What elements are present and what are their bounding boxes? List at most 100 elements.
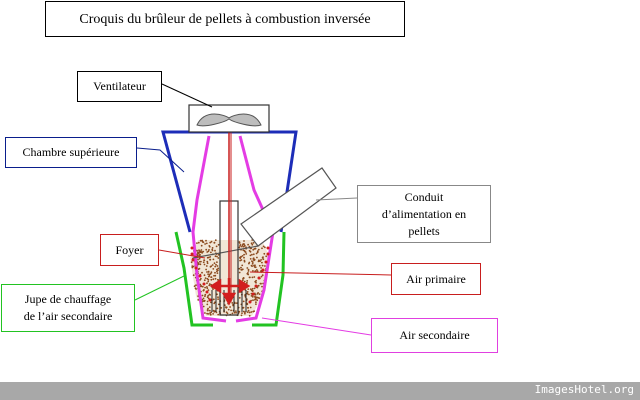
pellet-dot	[205, 239, 207, 242]
pellet-dot	[247, 243, 250, 246]
pellet-dot	[250, 311, 253, 313]
pellet-dot	[199, 279, 202, 281]
leader-air-secondaire	[261, 317, 372, 336]
pellet-dot	[202, 297, 205, 300]
pellet-dot	[214, 274, 217, 277]
label-air-primaire: Air primaire	[391, 263, 481, 295]
pellet-dot	[211, 264, 214, 266]
pellet-dot	[253, 287, 256, 290]
pellet-dot	[229, 306, 232, 308]
pellet-dot	[247, 309, 250, 312]
pellet-dot	[241, 255, 244, 257]
pellet-dot	[246, 311, 249, 313]
pellet-dot	[251, 276, 254, 279]
pellet-dot	[208, 249, 210, 251]
pellet-dot	[203, 279, 206, 282]
pellet-dot	[225, 306, 228, 309]
pellet-dot	[209, 313, 212, 316]
pellet-dot	[252, 253, 255, 256]
pellet-dot	[206, 262, 209, 265]
pellet-dot	[239, 245, 241, 247]
pellet-dot	[244, 311, 246, 314]
pellet-dot	[240, 314, 243, 317]
pellet-dot	[214, 265, 217, 268]
pellet-dot	[247, 273, 250, 276]
pellet-dot	[206, 296, 209, 299]
pellet-dot	[209, 256, 212, 258]
pellet-dot	[214, 301, 216, 304]
pellet-dot	[246, 267, 249, 269]
pellet-dot	[208, 283, 211, 285]
pellet-dot	[243, 280, 246, 283]
leader-ventilateur	[161, 83, 213, 108]
pellet-dot	[251, 253, 253, 256]
pellet-dot	[196, 242, 198, 245]
pellet-dot	[240, 269, 243, 271]
pellet-dot	[256, 256, 258, 259]
pellet-dot	[258, 264, 261, 267]
pellet-dot	[262, 245, 265, 248]
pellet-dot	[240, 255, 243, 258]
pellet-dot	[255, 269, 258, 271]
pellet-dot	[202, 289, 205, 292]
pellet-dot	[201, 271, 203, 274]
pellet-dot	[249, 276, 251, 279]
pellet-dot	[209, 241, 212, 244]
pellet-dot	[245, 253, 248, 255]
pellet-dot	[249, 254, 252, 257]
pellet-dot	[209, 258, 212, 261]
pellet-dot	[253, 276, 256, 278]
pellet-dot	[200, 260, 202, 263]
pellet-dot	[203, 263, 206, 266]
pellet-dot	[217, 296, 219, 299]
pellet-dot	[203, 259, 206, 262]
pellet-dot	[214, 310, 216, 313]
pellet-dot	[197, 258, 199, 261]
pellet-dot	[261, 264, 264, 267]
pellet-dot	[205, 265, 208, 267]
pellet-dot	[207, 275, 210, 278]
pellet-dot	[202, 250, 205, 253]
pellet-dot	[210, 251, 212, 254]
pellet-dot	[204, 286, 207, 289]
pellet-dot	[246, 291, 249, 293]
pellet-dot	[208, 293, 211, 296]
pellet-dot	[212, 258, 215, 261]
pellet-dot	[238, 297, 241, 299]
label-jupe-line-1: Jupe de chauffage	[24, 292, 112, 306]
pellet-dot	[198, 253, 200, 255]
pellet-dot	[254, 247, 257, 250]
pellet-dot	[217, 298, 220, 300]
pellet-dot	[216, 255, 218, 258]
pellet-dot	[206, 300, 209, 303]
pellet-dot	[217, 243, 220, 246]
pellet-dot	[254, 293, 257, 296]
pellet-dot	[255, 252, 258, 255]
pellet-dot	[202, 261, 205, 264]
pellet-dot	[216, 293, 218, 296]
pellet-dot	[201, 294, 204, 297]
pellet-dot	[251, 260, 253, 262]
pellet-dot	[256, 299, 259, 302]
pellet-dot	[259, 260, 261, 263]
pellet-dot	[241, 244, 244, 247]
leader-air-primaire	[249, 271, 392, 276]
pellet-dot	[207, 250, 210, 253]
pellet-dot	[217, 303, 220, 306]
pellet-dot	[257, 284, 260, 287]
pellet-dot	[242, 245, 245, 248]
pellet-dot	[236, 302, 238, 304]
pellet-dot	[243, 260, 246, 263]
pellet-dot	[241, 312, 243, 314]
pellet-dot	[196, 254, 199, 257]
pellet-dot	[258, 293, 261, 295]
pellet-dot	[250, 264, 253, 267]
pellet-dot	[265, 255, 268, 258]
pellet-dot	[206, 282, 208, 285]
pellet-dot	[199, 263, 202, 266]
pellet-dot	[239, 259, 242, 262]
pellet-dot	[249, 306, 252, 309]
pellet-dot	[216, 307, 219, 310]
pellet-dot	[251, 262, 254, 265]
